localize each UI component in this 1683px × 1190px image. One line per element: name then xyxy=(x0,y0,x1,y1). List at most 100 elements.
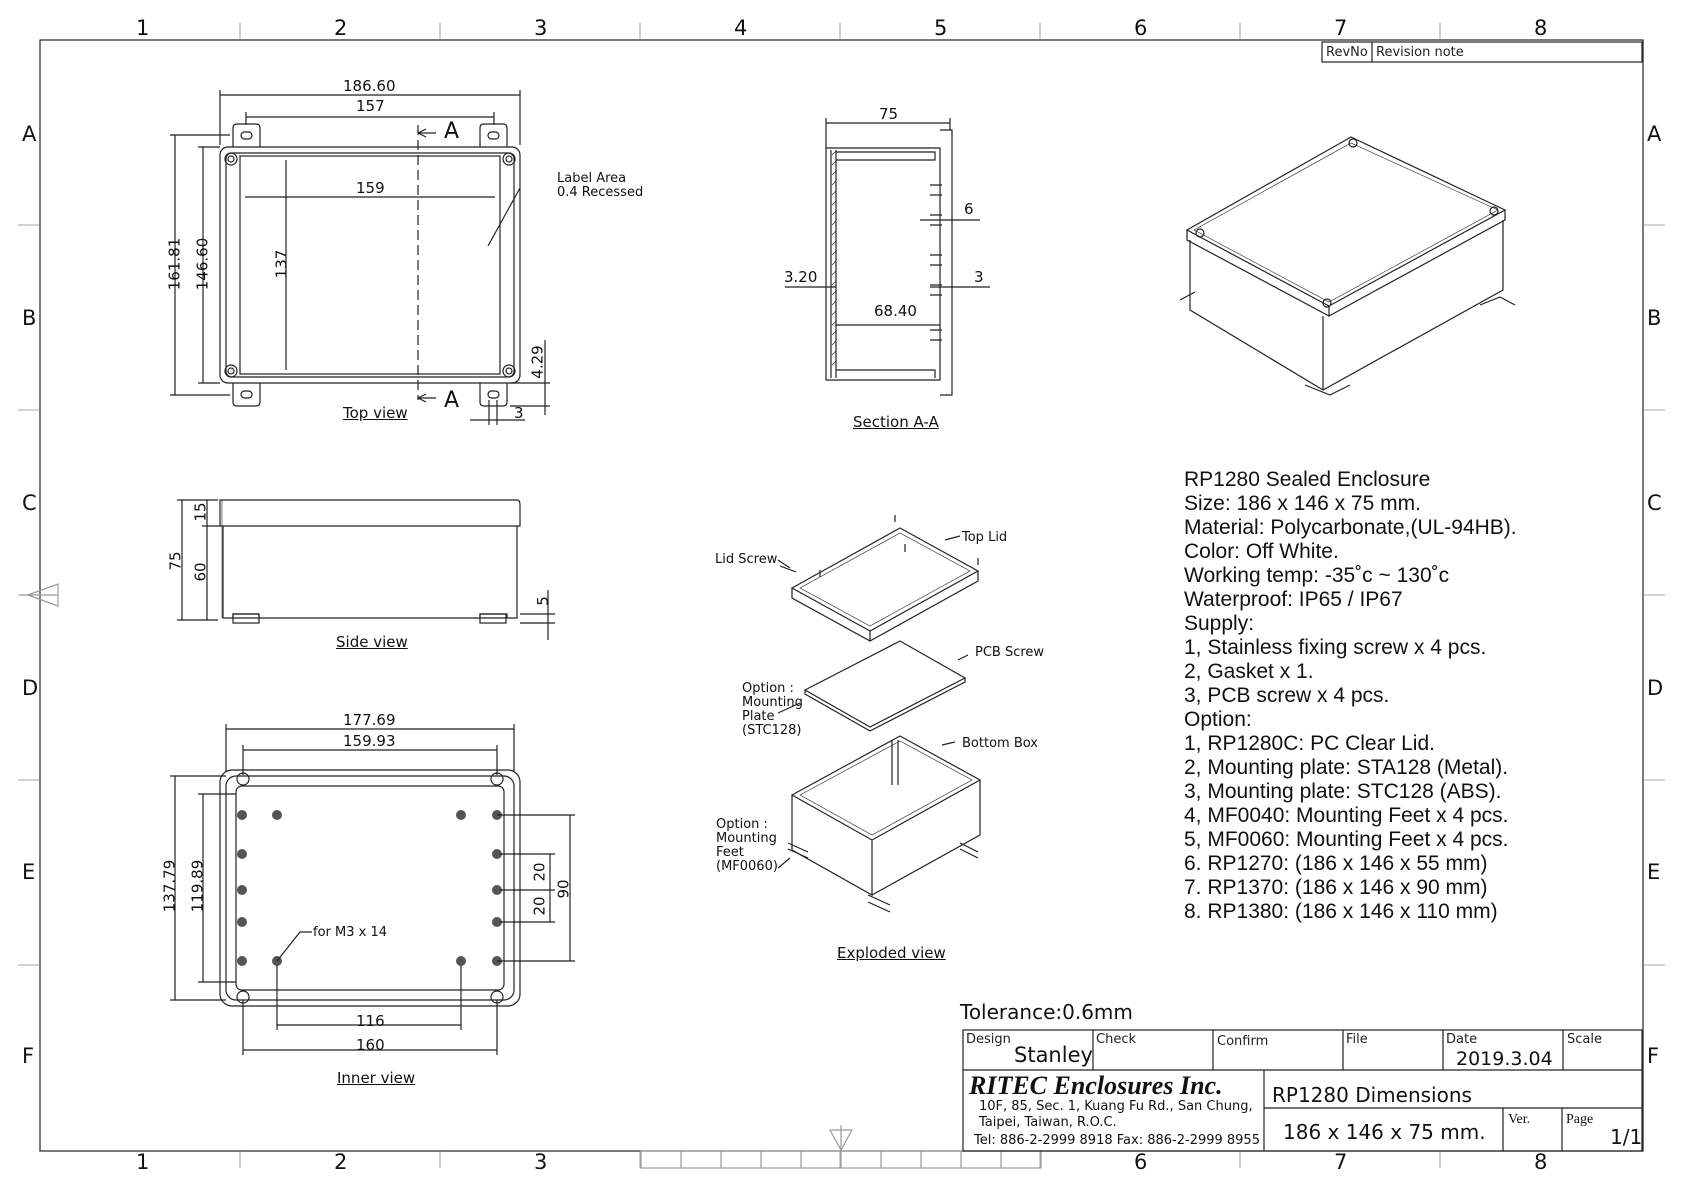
spec-line: RP1280 Sealed Enclosure xyxy=(1184,468,1431,491)
grid-col-7: 7 xyxy=(1334,16,1348,40)
spec-line: Color: Off White. xyxy=(1184,540,1339,563)
dim-inner-inner-width: 159.93 xyxy=(343,732,396,750)
spec-line: 1, Stainless fixing screw x 4 pcs. xyxy=(1184,636,1487,659)
company-name: RITEC Enclosures Inc. xyxy=(969,1071,1223,1100)
side-view-drawing xyxy=(177,499,555,640)
grid-row-f: F xyxy=(22,1044,35,1068)
date-value: 2019.3.04 xyxy=(1456,1048,1553,1070)
dim-boss-width: 116 xyxy=(356,1012,385,1030)
grid-row-f-right: F xyxy=(1647,1044,1660,1068)
isometric-drawing xyxy=(1179,136,1516,396)
label-plate-line4: (STC128) xyxy=(742,723,802,738)
title-block-lines xyxy=(962,1029,1643,1152)
grid-col-1-bottom: 1 xyxy=(136,1150,150,1174)
grid-row-d-right: D xyxy=(1647,676,1664,700)
spec-line: Waterproof: IP65 / IP67 xyxy=(1184,588,1403,611)
label-bottom-box: Bottom Box xyxy=(962,736,1038,751)
dim-inner-depth: 68.40 xyxy=(874,302,917,320)
label-lid-screw: Lid Screw xyxy=(715,552,778,567)
file-label: File xyxy=(1346,1032,1368,1047)
label-feet-line1: Option : xyxy=(716,817,768,832)
label-pcb-screw: PCB Screw xyxy=(975,645,1045,660)
dim-side-lid: 15 xyxy=(191,502,210,522)
spec-list: RP1280 Sealed Enclosure Size: 186 x 146 … xyxy=(1184,468,1517,924)
grid-row-b: B xyxy=(22,306,37,330)
dim-inner-outer-width: 177.69 xyxy=(343,711,396,729)
dim-tab-width: 3 xyxy=(514,404,524,422)
section-view-drawing xyxy=(785,118,990,396)
spec-line: 6. RP1270: (186 x 146 x 55 mm) xyxy=(1184,852,1488,875)
label-area-line1: Label Area xyxy=(557,171,627,186)
dim-overall-height: 161.81 xyxy=(165,237,184,291)
drawing-size: 186 x 146 x 75 mm. xyxy=(1283,1120,1486,1144)
side-view-title: Side view xyxy=(336,633,408,651)
grid-col-3: 3 xyxy=(534,16,548,40)
top-view-title: Top view xyxy=(343,404,408,422)
grid-row-a: A xyxy=(22,122,37,146)
dim-pitch-1: 20 xyxy=(530,862,549,882)
spec-line: Size: 186 x 146 x 75 mm. xyxy=(1184,492,1421,515)
spec-line: 2, Mounting plate: STA128 (Metal). xyxy=(1184,756,1509,779)
dim-pitch-2: 20 xyxy=(530,896,549,916)
dim-inner-height: 137 xyxy=(272,249,291,279)
label-plate-line3: Plate xyxy=(742,709,775,724)
grid-col-3-bottom: 3 xyxy=(534,1150,548,1174)
grid-row-c: C xyxy=(22,491,37,515)
section-mark-bottom: A xyxy=(444,388,460,413)
spec-line: Option: xyxy=(1184,708,1252,731)
ver-label: Ver. xyxy=(1508,1112,1531,1127)
spec-line: Supply: xyxy=(1184,612,1255,635)
dim-span: 90 xyxy=(554,879,573,899)
spec-line: Working temp: -35˚c ~ 130˚c xyxy=(1184,564,1450,587)
dim-inner-outer-height: 137.79 xyxy=(160,859,179,913)
dim-hole-width: 157 xyxy=(356,97,385,115)
spec-line: Material: Polycarbonate,(UL-94HB). xyxy=(1184,516,1517,539)
grid-col-6-bottom: 6 xyxy=(1134,1150,1148,1174)
label-feet-line4: (MF0060) xyxy=(716,859,778,874)
dim-depth: 75 xyxy=(879,105,899,123)
grid-col-8: 8 xyxy=(1534,16,1548,40)
label-top-lid: Top Lid xyxy=(962,530,1008,545)
label-feet-line2: Mounting xyxy=(716,831,777,846)
spec-line: 5, MF0060: Mounting Feet x 4 pcs. xyxy=(1184,828,1509,851)
grid-row-e: E xyxy=(22,860,36,884)
drawing-title: RP1280 Dimensions xyxy=(1272,1083,1472,1107)
grid-col-5: 5 xyxy=(934,16,948,40)
tolerance: Tolerance:0.6mm xyxy=(960,1000,1133,1024)
section-mark-top: A xyxy=(444,119,460,144)
label-plate-line2: Mounting xyxy=(742,695,803,710)
company-address: 10F, 85, Sec. 1, Kuang Fu Rd., San Chung… xyxy=(979,1099,1253,1131)
dim-bottom-width: 160 xyxy=(356,1036,385,1054)
page-label: Page xyxy=(1566,1112,1594,1127)
dim-side-total: 75 xyxy=(166,551,185,571)
inner-view-drawing xyxy=(170,724,575,1055)
grid-col-7-bottom: 7 xyxy=(1334,1150,1348,1174)
label-feet-line3: Feet xyxy=(716,845,744,860)
spec-line: 2, Gasket x 1. xyxy=(1184,660,1314,683)
section-view-title: Section A-A xyxy=(853,413,939,431)
revno-label: RevNo xyxy=(1326,45,1368,60)
inner-view-title: Inner view xyxy=(337,1069,416,1087)
scale-label: Scale xyxy=(1567,1032,1602,1047)
address-line: 10F, 85, Sec. 1, Kuang Fu Rd., San Chung… xyxy=(979,1099,1253,1114)
dim-body-height: 146.60 xyxy=(193,237,212,291)
revision-note-label: Revision note xyxy=(1376,45,1464,60)
grid-col-2: 2 xyxy=(334,16,348,40)
grid-row-e-right: E xyxy=(1647,860,1661,884)
design-label: Design xyxy=(966,1032,1011,1047)
grid-row-a-right: A xyxy=(1647,122,1662,146)
grid-row-d: D xyxy=(22,676,39,700)
hole-note: for M3 x 14 xyxy=(313,925,387,940)
grid-row-b-right: B xyxy=(1647,306,1662,330)
grid-col-1: 1 xyxy=(136,16,150,40)
page-value: 1/1 xyxy=(1610,1125,1643,1149)
label-area-line2: 0.4 Recessed xyxy=(557,185,644,200)
grid-col-6: 6 xyxy=(1134,16,1148,40)
spec-line: 3, PCB screw x 4 pcs. xyxy=(1184,684,1390,707)
grid-row-c-right: C xyxy=(1647,491,1662,515)
dim-side-foot: 5 xyxy=(533,596,552,606)
dim-inner-inner-height: 119.89 xyxy=(188,859,207,913)
spec-line: 8. RP1380: (186 x 146 x 110 mm) xyxy=(1184,900,1498,923)
